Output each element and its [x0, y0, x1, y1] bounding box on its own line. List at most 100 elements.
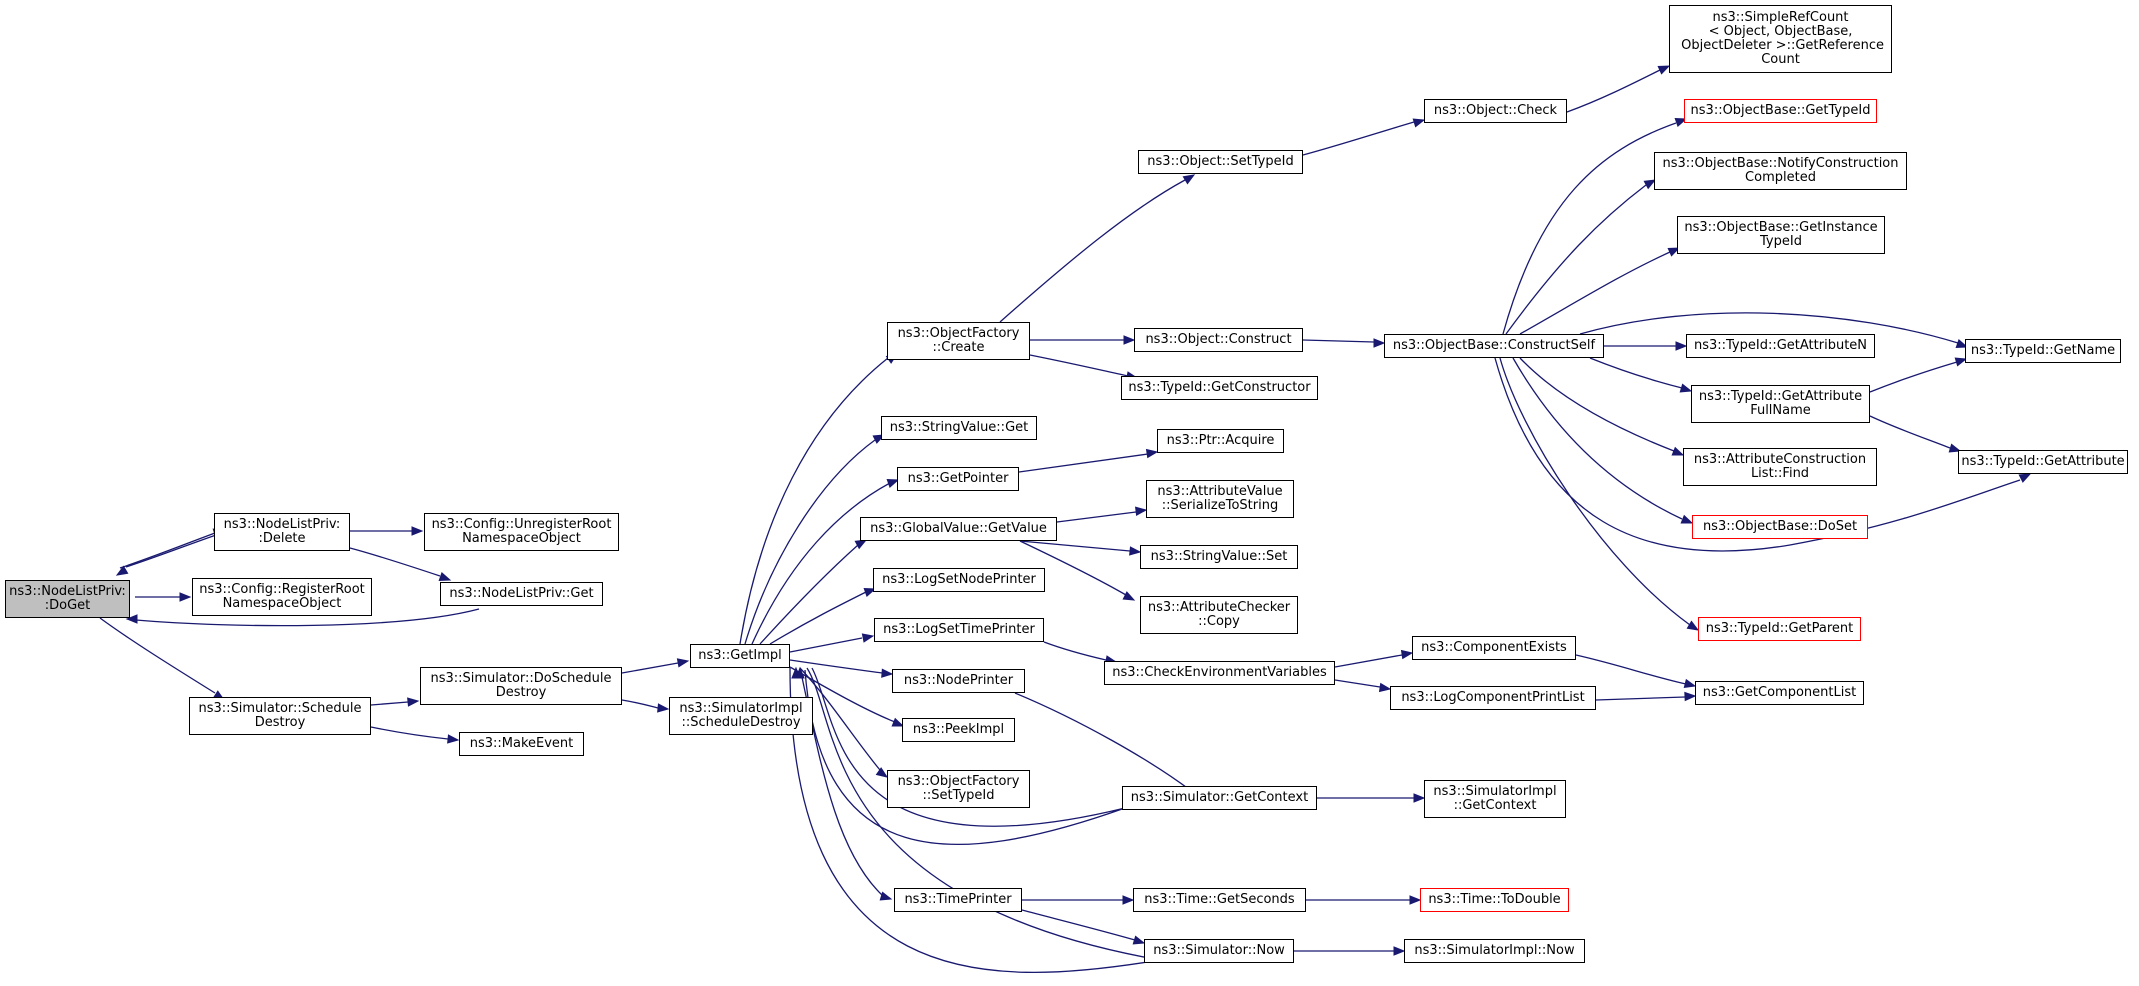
graph-node-make-event[interactable]: ns3::MakeEvent — [459, 732, 584, 756]
arrowhead — [1657, 65, 1671, 75]
graph-node-sv-get[interactable]: ns3::StringValue::Get — [881, 416, 1037, 440]
graph-node-impl-get-context[interactable]: ns3::SimulatorImpl ::GetContext — [1424, 780, 1566, 818]
call-edge — [1494, 357, 2021, 552]
arrowhead — [881, 668, 894, 678]
graph-node-delete[interactable]: ns3::NodeListPriv: :Delete — [214, 513, 350, 551]
arrowhead — [1680, 514, 1694, 524]
graph-node-gv-get-value[interactable]: ns3::GlobalValue::GetValue — [860, 517, 1057, 541]
call-edge — [789, 659, 883, 674]
call-edge — [1869, 361, 1958, 393]
call-edge — [789, 637, 863, 653]
graph-node-register[interactable]: ns3::Config::RegisterRoot NamespaceObjec… — [192, 578, 372, 616]
graph-node-of-set-type-id[interactable]: ns3::ObjectFactory ::SetTypeId — [887, 770, 1030, 808]
arrowhead — [863, 587, 877, 597]
call-edge — [1056, 511, 1137, 523]
arrowhead — [1667, 247, 1681, 257]
graph-node-ac-copy[interactable]: ns3::AttributeChecker ::Copy — [1140, 596, 1298, 634]
call-edge — [1029, 354, 1129, 377]
graph-node-ac-list-find[interactable]: ns3::AttributeConstruction List::Find — [1683, 448, 1877, 486]
arrowhead — [1954, 357, 1968, 367]
arrowhead — [891, 717, 905, 727]
call-edge — [1018, 453, 1149, 473]
call-edge — [1579, 312, 1959, 344]
graph-node-of-create[interactable]: ns3::ObjectFactory ::Create — [887, 322, 1030, 360]
graph-node-notify[interactable]: ns3::ObjectBase::NotifyConstruction Comp… — [1654, 152, 1907, 190]
graph-node-obj-check[interactable]: ns3::Object::Check — [1424, 99, 1567, 123]
graph-node-get-seconds[interactable]: ns3::Time::GetSeconds — [1133, 888, 1306, 912]
graph-node-do-sched-destroy[interactable]: ns3::Simulator::DoSchedule Destroy — [420, 667, 622, 705]
call-edge — [1502, 122, 1677, 335]
graph-node-log-comp-print[interactable]: ns3::LogComponentPrintList — [1390, 686, 1596, 710]
arrowhead — [2018, 473, 2032, 483]
graph-node-to-double[interactable]: ns3::Time::ToDouble — [1420, 888, 1569, 912]
arrowhead — [1129, 546, 1142, 556]
graph-node-simple-ref[interactable]: ns3::SimpleRefCount < Object, ObjectBase… — [1669, 5, 1892, 73]
call-edge — [769, 591, 867, 645]
call-edge — [1512, 357, 1683, 520]
graph-node-obj-construct[interactable]: ns3::Object::Construct — [1134, 328, 1303, 352]
graph-node-time-printer[interactable]: ns3::TimePrinter — [894, 888, 1022, 912]
call-edge — [789, 667, 1161, 974]
arrowhead — [438, 572, 452, 582]
graph-node-node-printer[interactable]: ns3::NodePrinter — [892, 669, 1025, 693]
call-edge — [99, 617, 216, 694]
call-edge — [1043, 641, 1107, 661]
arrowhead — [886, 478, 900, 488]
graph-node-get-attr-n[interactable]: ns3::TypeId::GetAttributeN — [1686, 334, 1875, 358]
graph-node-get-name[interactable]: ns3::TypeId::GetName — [1965, 339, 2121, 363]
graph-node-impl-now[interactable]: ns3::SimulatorImpl::Now — [1404, 939, 1585, 963]
graph-node-do-set[interactable]: ns3::ObjectBase::DoSet — [1692, 515, 1868, 539]
arrowhead — [1684, 691, 1697, 702]
graph-node-sim-now[interactable]: ns3::Simulator::Now — [1144, 939, 1294, 963]
call-edge — [999, 179, 1186, 323]
arrowhead — [1955, 339, 1969, 349]
graph-node-nlpget[interactable]: ns3::NodeListPriv::Get — [440, 582, 603, 606]
graph-node-get-attribute[interactable]: ns3::TypeId::GetAttribute — [1958, 450, 2128, 474]
call-edge — [1021, 909, 1136, 941]
arrowhead — [411, 526, 424, 536]
call-edge — [1019, 540, 1127, 596]
graph-node-get-parent[interactable]: ns3::TypeId::GetParent — [1698, 617, 1861, 641]
graph-node-get-attr-full[interactable]: ns3::TypeId::GetAttribute FullName — [1691, 385, 1870, 423]
graph-node-get-pointer[interactable]: ns3::GetPointer — [897, 467, 1019, 491]
graph-node-construct-self[interactable]: ns3::ObjectBase::ConstructSelf — [1384, 334, 1604, 358]
arrowhead — [676, 658, 690, 668]
arrowhead — [1686, 620, 1700, 631]
arrowhead — [115, 565, 129, 576]
graph-node-sim-get-context[interactable]: ns3::Simulator::GetContext — [1122, 786, 1317, 810]
graph-node-get-instance[interactable]: ns3::ObjectBase::GetInstance TypeId — [1677, 216, 1885, 254]
arrowhead — [1671, 446, 1685, 456]
call-edge — [1589, 357, 1683, 389]
graph-node-impl-sched-destroy[interactable]: ns3::SimulatorImpl ::ScheduleDestroy — [669, 697, 813, 735]
arrowhead — [1413, 793, 1426, 803]
arrowhead — [1393, 946, 1406, 956]
graph-node-comp-exists[interactable]: ns3::ComponentExists — [1412, 636, 1576, 660]
graph-node-get-comp-list[interactable]: ns3::GetComponentList — [1695, 681, 1864, 705]
graph-node-get-constructor[interactable]: ns3::TypeId::GetConstructor — [1121, 376, 1318, 400]
arrowhead — [1675, 341, 1688, 351]
arrowhead — [1378, 682, 1392, 693]
graph-node-ptr-acquire[interactable]: ns3::Ptr::Acquire — [1157, 429, 1284, 453]
graph-node-sv-set[interactable]: ns3::StringValue::Set — [1140, 545, 1298, 569]
graph-node-unregister[interactable]: ns3::Config::UnregisterRoot NamespaceObj… — [424, 513, 619, 551]
arrowhead — [407, 697, 420, 707]
arrowhead — [1412, 118, 1426, 128]
arrowhead — [861, 633, 875, 643]
call-edge — [1519, 251, 1671, 335]
graph-node-serialize[interactable]: ns3::AttributeValue ::SerializeToString — [1146, 480, 1294, 518]
call-edge — [1014, 692, 1191, 791]
graph-node-obj-set-type-id[interactable]: ns3::Object::SetTypeId — [1138, 150, 1303, 174]
graph-node-get-impl[interactable]: ns3::GetImpl — [690, 644, 790, 668]
call-edge — [1566, 69, 1661, 113]
call-edge — [759, 544, 859, 645]
graph-node-sched-destroy[interactable]: ns3::Simulator::Schedule Destroy — [189, 697, 371, 735]
graph-node-log-set-node[interactable]: ns3::LogSetNodePrinter — [873, 568, 1045, 592]
graph-node-check-env[interactable]: ns3::CheckEnvironmentVariables — [1104, 661, 1335, 685]
call-edge — [1334, 679, 1381, 688]
graph-node-log-set-time[interactable]: ns3::LogSetTimePrinter — [874, 618, 1044, 642]
graph-node-ob-get-type-id[interactable]: ns3::ObjectBase::GetTypeId — [1684, 99, 1877, 123]
arrowhead — [1145, 448, 1159, 459]
graph-node-peek-impl[interactable]: ns3::PeekImpl — [902, 718, 1015, 742]
graph-node-doget[interactable]: ns3::NodeListPriv: :DoGet — [5, 580, 130, 618]
